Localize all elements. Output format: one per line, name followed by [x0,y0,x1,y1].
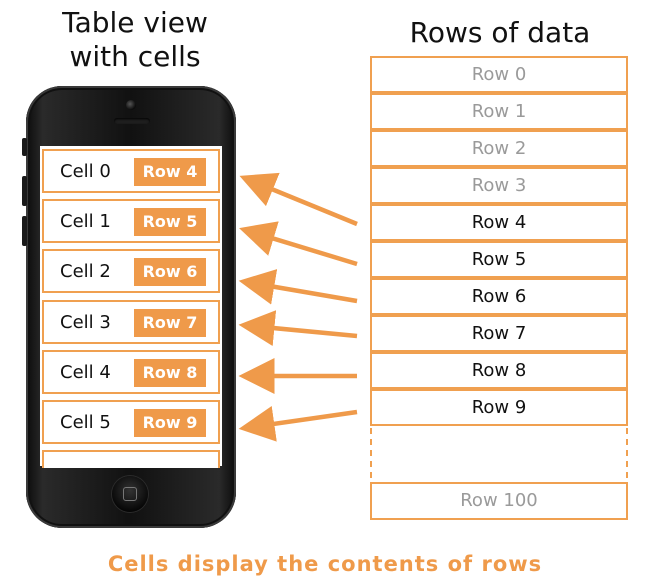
volume-up-button [22,176,27,206]
partial-table-cell [42,450,220,468]
cell-row-badge: Row 6 [134,258,206,286]
ellipsis-right-edge [626,428,630,478]
arrow-row5-to-cell1 [239,221,358,267]
home-button [112,476,148,512]
data-row: Row 1 [370,93,628,130]
cell-row-badge: Row 7 [134,309,206,337]
table-cell: Cell 2 Row 6 [42,249,220,293]
ellipsis-left-edge [370,428,374,478]
data-row: Row 0 [370,56,628,93]
speaker-grille [114,118,150,124]
data-row: Row 6 [370,278,628,315]
volume-down-button [22,216,27,246]
data-row: Row 7 [370,315,628,352]
cell-label: Cell 1 [60,211,111,232]
rows-of-data-list: Row 0 Row 1 Row 2 Row 3 Row 4 Row 5 Row … [370,56,628,520]
camera-icon [126,100,136,110]
table-cell: Cell 5 Row 9 [42,400,220,444]
table-cell: Cell 4 Row 8 [42,350,220,394]
cell-row-badge: Row 9 [134,409,206,437]
caption: Cells display the contents of rows [107,552,543,576]
cell-label: Cell 0 [60,161,111,182]
data-row-last: Row 100 [370,482,628,520]
cell-label: Cell 5 [60,412,111,433]
arrow-row4-to-cell0 [239,172,358,227]
table-cell: Cell 3 Row 7 [42,300,220,344]
data-row: Row 2 [370,130,628,167]
data-row: Row 9 [370,389,628,426]
data-row: Row 5 [370,241,628,278]
cell-row-badge: Row 4 [134,158,206,186]
arrow-row6-to-cell2 [238,269,358,305]
rows-of-data-title: Rows of data [409,16,591,49]
data-row: Row 3 [370,167,628,204]
cell-label: Cell 2 [60,261,111,282]
cell-label: Cell 3 [60,312,111,333]
table-cell: Cell 0 Row 4 [42,149,220,193]
table-view-title-line-2: with cells [69,40,201,73]
cell-row-badge: Row 8 [134,359,206,387]
data-row: Row 4 [370,204,628,241]
cell-label: Cell 4 [60,362,111,383]
arrow-row7-to-cell3 [238,310,358,347]
cell-row-badge: Row 5 [134,208,206,236]
silent-switch [22,138,27,156]
table-cell: Cell 1 Row 5 [42,199,220,243]
arrow-row9-to-cell5 [238,405,358,442]
table-view-title-line-1: Table view [62,6,208,39]
table-view-title: Table view with cells [30,6,240,74]
data-row: Row 8 [370,352,628,389]
